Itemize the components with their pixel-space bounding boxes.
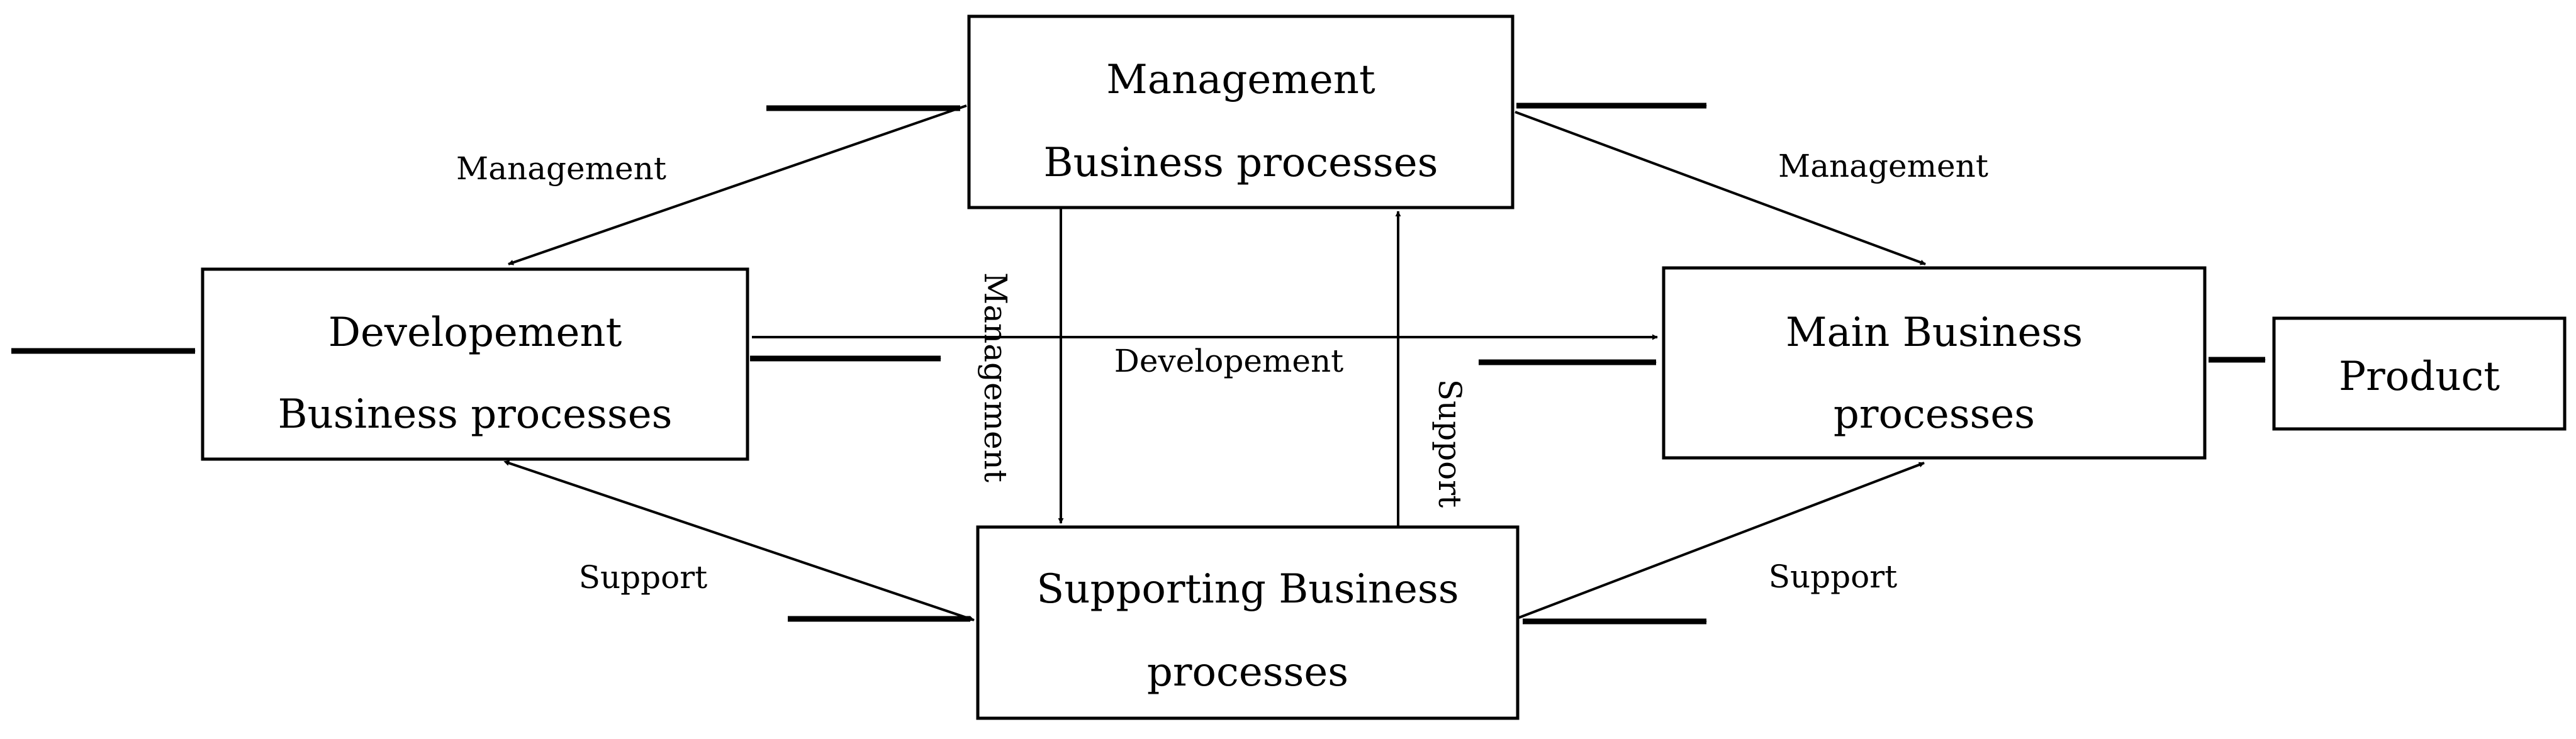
edge-label-management-to-main: Management	[1778, 148, 1988, 184]
main-processes-node: Main Business processes	[1662, 266, 2207, 460]
development-processes-node: Developement Business processes	[201, 267, 749, 461]
management-processes-node: Management Business processes	[967, 14, 1515, 209]
main-processes-label-line1: Main Business	[1786, 309, 2083, 356]
development-processes-label-line2: Business processes	[278, 391, 673, 438]
arrow-management-to-development	[508, 104, 967, 265]
product-label: Product	[2339, 353, 2500, 400]
edge-label-supporting-to-main: Support	[1769, 558, 1898, 595]
supporting-processes-label-line1: Supporting Business	[1036, 566, 1459, 613]
edge-label-supporting-to-management: Support	[1431, 379, 1468, 508]
supporting-processes-node: Supporting Business processes	[976, 525, 1520, 720]
management-processes-label-line2: Business processes	[1044, 140, 1438, 186]
main-processes-label-line2: processes	[1834, 391, 2035, 438]
management-processes-box	[967, 14, 1515, 209]
edge-label-development-to-main: Developement	[1114, 343, 1344, 379]
main-processes-box	[1662, 266, 2207, 460]
product-box	[2272, 316, 2567, 431]
edge-label-management-to-development: Management	[456, 150, 666, 187]
arrow-supporting-to-main	[1518, 462, 1925, 619]
development-processes-label-line1: Developement	[328, 309, 622, 356]
edge-label-supporting-to-development: Support	[579, 559, 708, 596]
arrow-management-to-main	[1515, 111, 1926, 265]
development-processes-box	[201, 267, 749, 461]
product-node: Product	[2272, 316, 2567, 431]
supporting-processes-label-line2: processes	[1147, 649, 1348, 696]
edge-label-management-to-supporting: Management	[977, 272, 1014, 482]
arrow-development-supporting-bidirectional	[503, 460, 975, 621]
management-processes-label-line1: Management	[1106, 57, 1375, 103]
supporting-processes-box	[976, 525, 1520, 720]
